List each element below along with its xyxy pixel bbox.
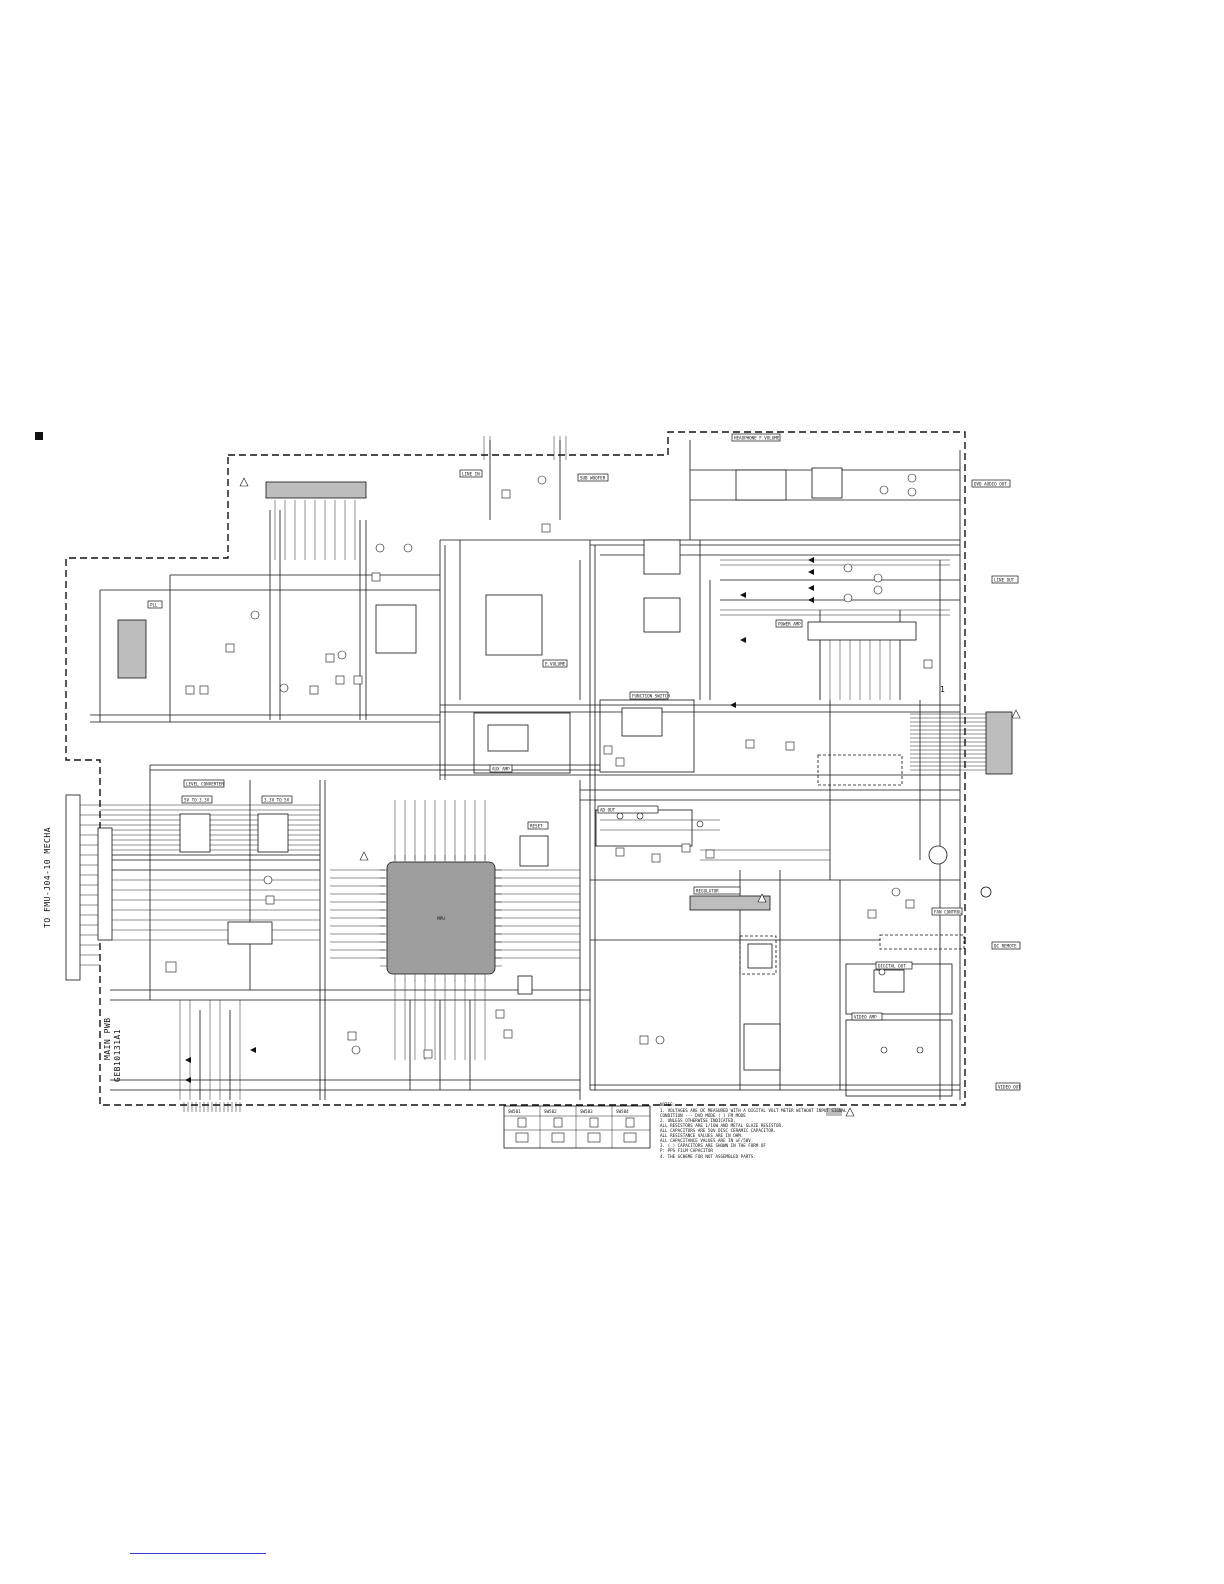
legend-header-1: SW501 bbox=[508, 1109, 521, 1114]
note-line: 1. VOLTAGES ARE DC MEASURED WITH A DIGIT… bbox=[660, 1108, 847, 1113]
power-amp-label: POWER AMP bbox=[778, 622, 801, 627]
left-connector bbox=[65, 794, 81, 981]
note-line: ALL RESISTORS ARE 1/16W AND METAL GLAZE … bbox=[660, 1123, 784, 1128]
switch-legend: SW501 SW502 SW503 SW504 bbox=[503, 1105, 651, 1149]
dvd-audio-out-label: DVD AUDIO OUT bbox=[974, 482, 1007, 487]
video-amp-label: VIDEO AMP bbox=[854, 1015, 877, 1020]
legend-gray-swatch bbox=[826, 1108, 842, 1116]
main-pwb-label: MAIN PWB bbox=[103, 1017, 112, 1060]
diodes bbox=[185, 557, 814, 1083]
sub-woofer-label: SUB WOOFER bbox=[580, 476, 606, 481]
din-connector bbox=[928, 845, 948, 865]
ad-out-label: AD OUT bbox=[600, 808, 616, 813]
level-converter-label: LEVEL CONVERTER bbox=[186, 782, 224, 787]
aux-amp-box bbox=[473, 712, 571, 774]
fan-motor bbox=[980, 886, 992, 898]
right-connector-ic bbox=[985, 711, 1013, 775]
ic-line-amp-2 bbox=[643, 597, 681, 633]
legend-header-4: SW504 bbox=[616, 1109, 629, 1114]
dc-remote-label: DC REMOTE bbox=[994, 944, 1017, 949]
mecha-side-label: TO FMU-J04-10 MECHA bbox=[43, 827, 52, 928]
note-line: ALL CAPACITORS ARE 50V DISC CERAMIC CAPA… bbox=[660, 1128, 776, 1133]
line-in-label: LINE IN bbox=[462, 472, 480, 477]
wiring bbox=[90, 440, 961, 1100]
conv-33v-5v-label: 3.3V TO 5V bbox=[264, 798, 290, 803]
line-out-label: LINE OUT bbox=[994, 578, 1015, 583]
top-connector-ic bbox=[265, 481, 367, 499]
e-volume-ic bbox=[485, 594, 543, 656]
top-input-jacks bbox=[483, 436, 567, 460]
note-line: CONDITION --- DVD MODE ( ) FM MODE bbox=[660, 1113, 746, 1118]
ic-regulator-33 bbox=[227, 921, 273, 945]
small-parts bbox=[165, 489, 933, 1059]
ic-tuner bbox=[375, 604, 417, 654]
fan-control-label: FAN CONTROL bbox=[934, 910, 962, 915]
transistors bbox=[250, 473, 924, 1055]
note-line: 3. ( ) CAPACITORS ARE SHOWN IN THE FORM … bbox=[660, 1143, 766, 1148]
regulator-label: REGULATOR bbox=[696, 889, 719, 894]
pll-ic bbox=[117, 619, 147, 679]
ic-pll-2 bbox=[747, 943, 773, 969]
output-tags: DVD AUDIO OUT LINE OUT DC REMOTE VIDEO O… bbox=[931, 479, 1021, 1091]
reset-label: RESET bbox=[530, 824, 543, 829]
warning-icon bbox=[845, 1107, 855, 1117]
video-amp-box bbox=[845, 1019, 953, 1097]
note-line: P: PPS FILM CAPACITOR bbox=[660, 1148, 713, 1153]
ic-function-switch bbox=[621, 707, 663, 737]
section-bullet-icon bbox=[35, 432, 43, 440]
notes-block: NOTES: 1. VOLTAGES ARE DC MEASURED WITH … bbox=[660, 1102, 847, 1159]
note-line: 4. THE SCHEME FOR NOT ASSEMBLED PARTS. bbox=[660, 1154, 756, 1159]
aux-amp-label: AUX AMP bbox=[492, 767, 510, 772]
board-outline bbox=[65, 431, 966, 1106]
note-line: 2. UNLESS OTHERWISE INDICATED, bbox=[660, 1118, 736, 1123]
conv-5v-33v-label: 5V TO 3.3V bbox=[184, 798, 210, 803]
note-line: ALL CAPACITANCE VALUES ARE IN uF/50V. bbox=[660, 1138, 753, 1143]
ic-reset bbox=[519, 835, 549, 867]
mpu-pins bbox=[380, 855, 502, 981]
ic-aux-amp bbox=[487, 724, 529, 752]
ic-level-2 bbox=[257, 813, 289, 853]
pll-label: PLL bbox=[150, 603, 158, 608]
digital-out-label: DIGITAL OUT bbox=[878, 964, 906, 969]
power-amp-ic bbox=[807, 621, 917, 641]
video-out-label: VIDEO OUT bbox=[998, 1085, 1021, 1090]
pll2-dashed-box bbox=[739, 935, 777, 975]
warning-icon bbox=[239, 477, 1021, 903]
note-line: NOTES: bbox=[660, 1102, 675, 1107]
ad-out-box bbox=[595, 809, 693, 847]
dc-remote-dashed-box bbox=[879, 934, 965, 950]
ic-video-amp bbox=[743, 1023, 781, 1071]
bottom-edge-connector bbox=[183, 1102, 241, 1112]
left-connector-pins bbox=[80, 804, 100, 966]
mid-connector bbox=[97, 827, 113, 941]
ic-sub-amp bbox=[811, 467, 843, 499]
legend-header-2: SW502 bbox=[544, 1109, 557, 1114]
e-volume-label: E.VOLUME bbox=[545, 662, 566, 667]
ic-digital-out bbox=[873, 969, 905, 993]
headphone-volume-label: HEADPHONE F.VOLUME bbox=[734, 436, 780, 441]
ic-headphone bbox=[735, 469, 787, 501]
main-pwb-code-label: GEB10131A1 bbox=[113, 1029, 122, 1082]
legend-header-3: SW503 bbox=[580, 1109, 593, 1114]
block-tags: LINE IN SUB WOOFER HEADPHONE F.VOLUME PO… bbox=[147, 433, 913, 1021]
ic-level-1 bbox=[179, 813, 211, 853]
mpu-label: MPU bbox=[437, 916, 445, 921]
function-switch-label: FUNCTION SWITCH bbox=[632, 694, 670, 699]
ic-line-amp-1 bbox=[643, 539, 681, 575]
regulator-ic bbox=[689, 895, 771, 911]
ic-osc bbox=[517, 975, 533, 995]
pll-dashed-box bbox=[817, 754, 903, 786]
pin-one-label: 1 bbox=[940, 685, 945, 694]
bottom-link-underline bbox=[130, 1553, 266, 1554]
note-line: ALL RESISTANCE VALUES ARE IN OHM. bbox=[660, 1133, 743, 1138]
function-switch-box bbox=[599, 699, 695, 773]
